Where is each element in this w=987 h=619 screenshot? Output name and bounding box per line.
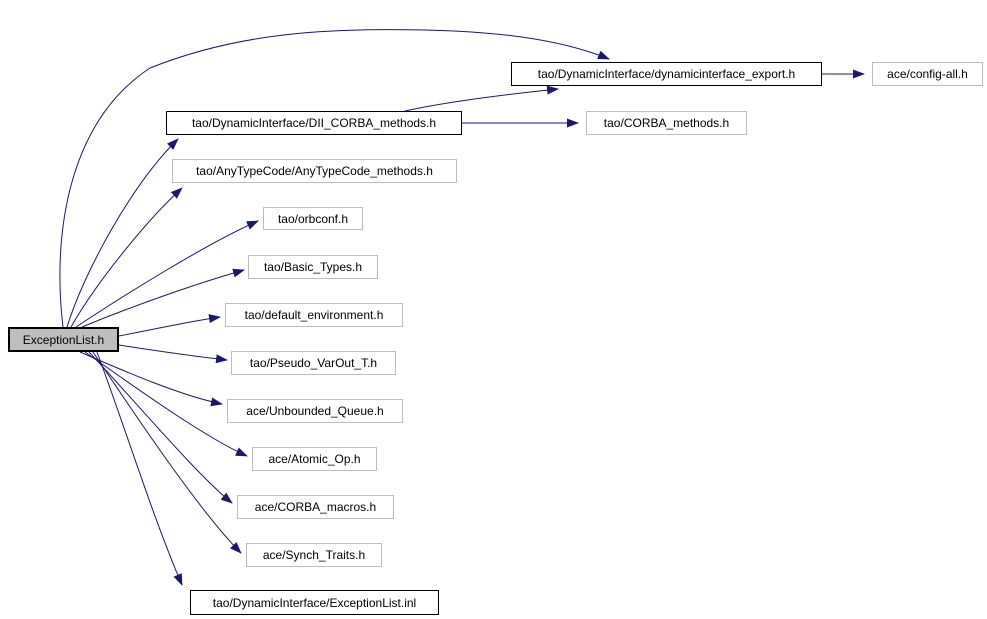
graph-node-atomic-op: ace/Atomic_Op.h [252, 447, 377, 471]
graph-node-orbconf: tao/orbconf.h [263, 207, 363, 230]
graph-node-default-environment: tao/default_environment.h [225, 303, 403, 327]
edge-exceptionlist-h-to-basic-types [81, 268, 245, 328]
graph-node-synch-traits: ace/Synch_Traits.h [246, 543, 382, 567]
edge-exceptionlist-h-to-default-environment [118, 314, 221, 337]
graph-node-corba-macros: ace/CORBA_macros.h [237, 495, 394, 519]
graph-node-dii-corba-methods[interactable]: tao/DynamicInterface/DII_CORBA_methods.h [166, 111, 462, 135]
graph-node-exceptionlist-h: ExceptionList.h [8, 327, 119, 352]
graph-node-exceptionlist-inl[interactable]: tao/DynamicInterface/ExceptionList.inl [190, 590, 439, 615]
graph-node-config-all: ace/config-all.h [872, 62, 983, 86]
graph-node-unbounded-queue: ace/Unbounded_Queue.h [227, 399, 403, 423]
graph-node-dynamicinterface-export[interactable]: tao/DynamicInterface/dynamicinterface_ex… [511, 62, 822, 86]
edge-exceptionlist-h-to-orbconf [75, 220, 259, 328]
graph-node-corba-methods: tao/CORBA_methods.h [586, 111, 747, 135]
edge-exceptionlist-h-to-synch-traits [92, 351, 242, 554]
edge-dii-corba-methods-to-dynamicinterface-export [404, 85, 559, 112]
graph-node-basic-types: tao/Basic_Types.h [248, 255, 378, 279]
graph-node-anytypecode-methods: tao/AnyTypeCode/AnyTypeCode_methods.h [172, 159, 457, 183]
graph-node-pseudo-varout-t: tao/Pseudo_VarOut_T.h [231, 351, 396, 375]
edge-exceptionlist-h-to-anytypecode-methods [70, 187, 183, 328]
edge-exceptionlist-h-to-dynamicinterface-export [59, 29, 610, 328]
edge-exceptionlist-h-to-pseudo-varout-t [118, 344, 228, 364]
edge-exceptionlist-h-to-dii-corba-methods [66, 138, 179, 328]
edge-exceptionlist-h-to-unbounded-queue [79, 351, 223, 407]
edge-exceptionlist-h-to-corba-macros [88, 351, 233, 504]
edge-exceptionlist-h-to-atomic-op [84, 351, 248, 457]
edge-exceptionlist-h-to-exceptionlist-inl [96, 351, 183, 586]
